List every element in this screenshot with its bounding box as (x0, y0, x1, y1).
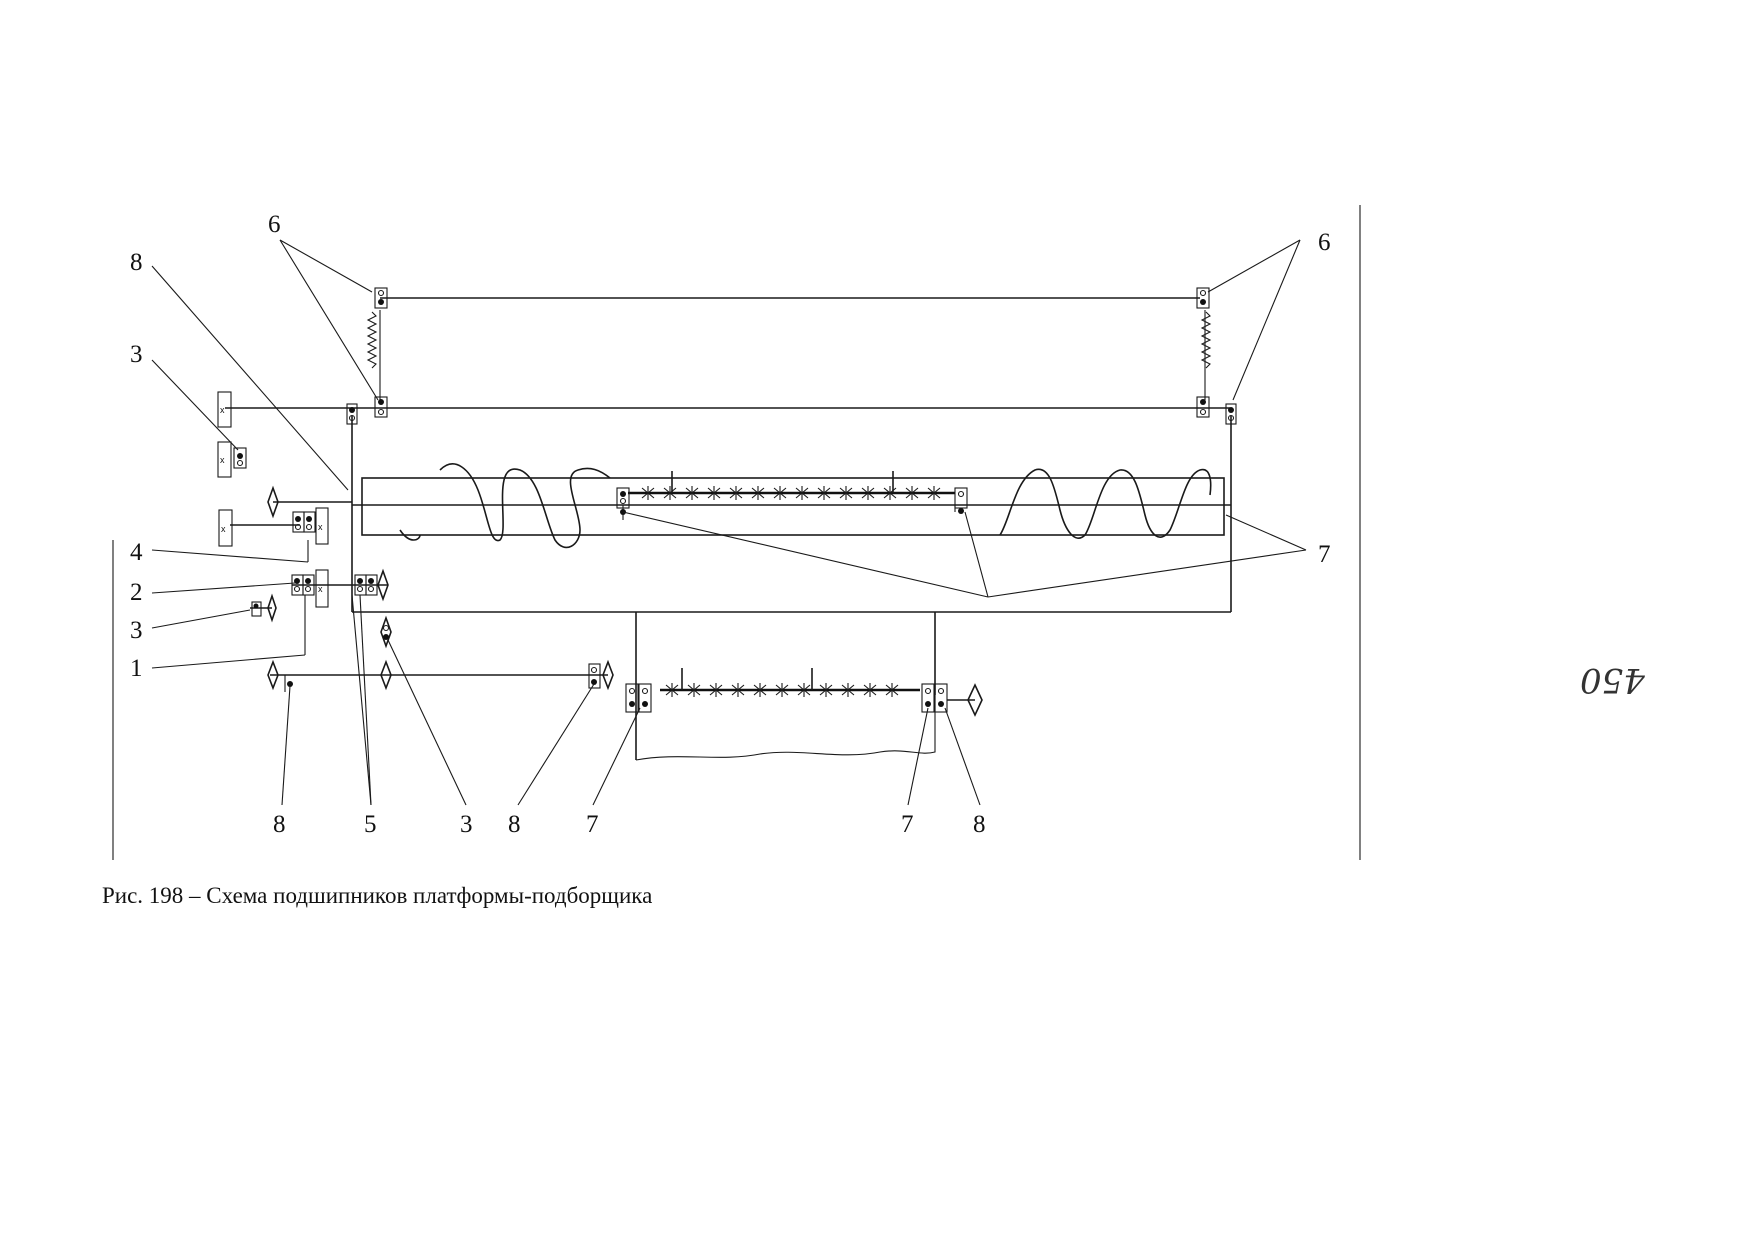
auger-tube (361, 477, 1225, 536)
feeder-break-line (635, 695, 936, 761)
reel-upper-bearing-right (1196, 287, 1210, 309)
lower-drive-shaft (267, 659, 614, 692)
finger-tine (665, 683, 679, 697)
finger-tine (885, 683, 899, 697)
figure-caption: Рис. 198 – Схема подшипников платформы-п… (102, 883, 653, 908)
callout-8-bottom-3: 8 (973, 811, 986, 838)
svg-text:x: x (221, 524, 226, 534)
callout-7-bottom-1: 7 (586, 811, 599, 838)
callout-2: 2 (130, 579, 143, 606)
finger-tines-bottom (665, 668, 899, 697)
finger-tines-top (641, 471, 941, 500)
auger-spiral-right (999, 468, 1212, 539)
callout-7-right: 7 (1318, 541, 1331, 568)
finger-tine (795, 486, 809, 500)
tensioner-sprocket (380, 615, 392, 649)
reel-drive-sprocket: x (217, 391, 232, 428)
finger-tine (753, 683, 767, 697)
feeder-bearing-left (625, 683, 652, 713)
callout-3-top: 3 (130, 341, 143, 368)
callout-4: 4 (130, 539, 143, 566)
finger-tine (729, 486, 743, 500)
finger-tine (883, 486, 897, 500)
finger-tine (927, 486, 941, 500)
finger-tine (687, 683, 701, 697)
small-sprocket-3 (250, 593, 277, 623)
finger-tine (773, 486, 787, 500)
auger-spiral-left (399, 463, 611, 549)
callout-8-bottom-1: 8 (273, 811, 286, 838)
finger-tine (775, 683, 789, 697)
finger-tine (861, 486, 875, 500)
finger-tine (797, 683, 811, 697)
callout-8-bottom-2: 8 (508, 811, 521, 838)
reel-upper-bearing-left (374, 287, 388, 309)
callout-7-bottom-2: 7 (901, 811, 914, 838)
svg-text:x: x (318, 522, 323, 532)
finger-tine (641, 486, 655, 500)
page-number: 450 (1580, 660, 1645, 700)
finger-tine (709, 683, 723, 697)
feeder-bearing-right (921, 683, 948, 713)
counter-shaft-assembly: x (291, 568, 389, 608)
callout-6-right: 6 (1318, 229, 1331, 256)
finger-tine (663, 486, 677, 500)
callout-1: 1 (130, 655, 143, 682)
finger-tine (685, 486, 699, 500)
callout-5: 5 (364, 811, 377, 838)
svg-text:x: x (220, 405, 225, 415)
finger-tine (841, 683, 855, 697)
callout-3-bottom: 3 (460, 811, 473, 838)
finger-tine (839, 486, 853, 500)
auger-drive-assembly: x x (218, 485, 352, 547)
intermediate-sprocket: x (217, 441, 247, 478)
finger-tine (731, 683, 745, 697)
finger-shaft-bearing-left (616, 487, 630, 520)
svg-text:x: x (318, 584, 323, 594)
feeder-sprocket-right (967, 683, 983, 717)
leader-lines (151, 239, 1307, 806)
svg-text:x: x (220, 455, 225, 465)
callout-6-left: 6 (268, 211, 281, 238)
finger-tine (819, 683, 833, 697)
reel-lower-bearing-left (374, 396, 388, 418)
callout-8-top: 8 (130, 249, 143, 276)
reel-spring-left (366, 311, 378, 369)
finger-tine (817, 486, 831, 500)
finger-tine (751, 486, 765, 500)
callout-3-mid: 3 (130, 617, 143, 644)
finger-tine (707, 486, 721, 500)
finger-tine (905, 486, 919, 500)
reel-lower-bearing-right (1196, 396, 1210, 418)
finger-shaft-bearing-right (954, 487, 968, 514)
reel-spring-right (1200, 311, 1212, 369)
finger-tine (863, 683, 877, 697)
